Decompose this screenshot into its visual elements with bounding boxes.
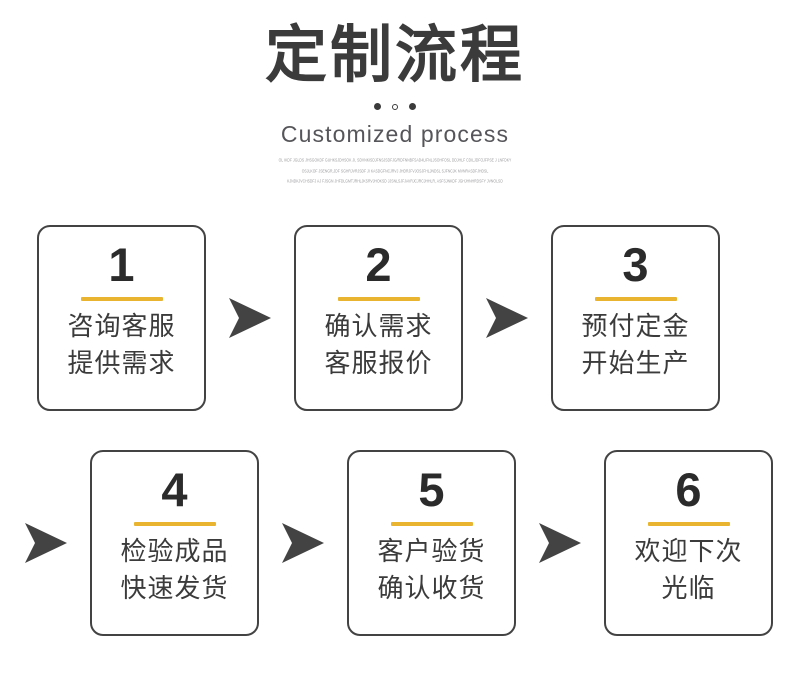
step-label-line-2: 提供需求 (67, 348, 176, 379)
step-label-line-1: 欢迎下次 (634, 537, 743, 567)
microcopy-line-3: KJNDKJVCHSDFJ AJ FJSGN JHFDLGMTJRHLJKSRV… (287, 178, 503, 184)
step-label-line-2: 确认收货 (377, 573, 486, 604)
process-step-6: 6 欢迎下次 光临 (604, 450, 773, 636)
step-label-line-2: 快速发货 (120, 573, 229, 604)
arrow-right-icon (226, 295, 274, 341)
process-row-top: 1 咨询客服 提供需求 2 确认需求 客服报价 3 预付定金 开始生产 (37, 225, 720, 411)
arrow-right-icon (22, 520, 70, 566)
microcopy-line-2: OSJLKOF JSENGR,JDF SGHRJVRJSDF JI KASDGF… (301, 168, 489, 174)
step-accent-rule (337, 297, 420, 301)
step-number: 6 (675, 463, 702, 516)
step-accent-rule (594, 297, 677, 301)
step-number: 1 (108, 238, 135, 291)
divider-dot-filled-left (374, 103, 381, 111)
step-label-line-1: 确认需求 (324, 312, 433, 342)
step-number: 3 (622, 238, 649, 291)
step-label-line-1: 预付定金 (581, 312, 690, 342)
step-label-line-2: 开始生产 (581, 348, 690, 379)
step-number: 4 (161, 463, 188, 516)
process-step-3: 3 预付定金 开始生产 (551, 225, 720, 411)
step-accent-rule (133, 522, 216, 526)
arrow-right-icon (536, 520, 584, 566)
step-accent-rule (390, 522, 473, 526)
process-step-2: 2 确认需求 客服报价 (294, 225, 463, 411)
page-header: 定制流程 Customized process OL IKDF JGLDS JH… (0, 0, 790, 184)
step-label-line-2: 光临 (661, 573, 716, 604)
arrow-right-icon (279, 520, 327, 566)
microcopy-line-1: OL IKDF JGLDS JHSGOKDF GUHKSJDHSOK JI, S… (278, 157, 512, 163)
process-step-4: 4 检验成品 快速发货 (90, 450, 259, 636)
process-step-1: 1 咨询客服 提供需求 (37, 225, 206, 411)
step-number: 5 (418, 463, 445, 516)
step-label-line-2: 客服报价 (324, 348, 433, 379)
page-subtitle: Customized process (280, 120, 510, 147)
step-accent-rule (647, 522, 730, 526)
divider-dot-hollow-center (392, 103, 398, 110)
step-accent-rule (80, 297, 163, 301)
step-label-line-1: 客户验货 (377, 537, 486, 567)
arrow-right-icon (483, 295, 531, 341)
step-label-line-1: 检验成品 (120, 537, 229, 567)
step-label-line-1: 咨询客服 (67, 312, 176, 342)
step-number: 2 (365, 238, 392, 291)
process-step-5: 5 客户验货 确认收货 (347, 450, 516, 636)
divider-dot-filled-right (409, 103, 416, 111)
page-title: 定制流程 (264, 18, 525, 91)
process-row-bottom: 4 检验成品 快速发货 5 客户验货 确认收货 6 欢迎下次 光临 (22, 450, 773, 636)
title-dot-divider (0, 102, 790, 112)
decorative-microcopy: OL IKDF JGLDS JHSGOKDF GUHKSJDHSOK JI, S… (227, 155, 563, 188)
